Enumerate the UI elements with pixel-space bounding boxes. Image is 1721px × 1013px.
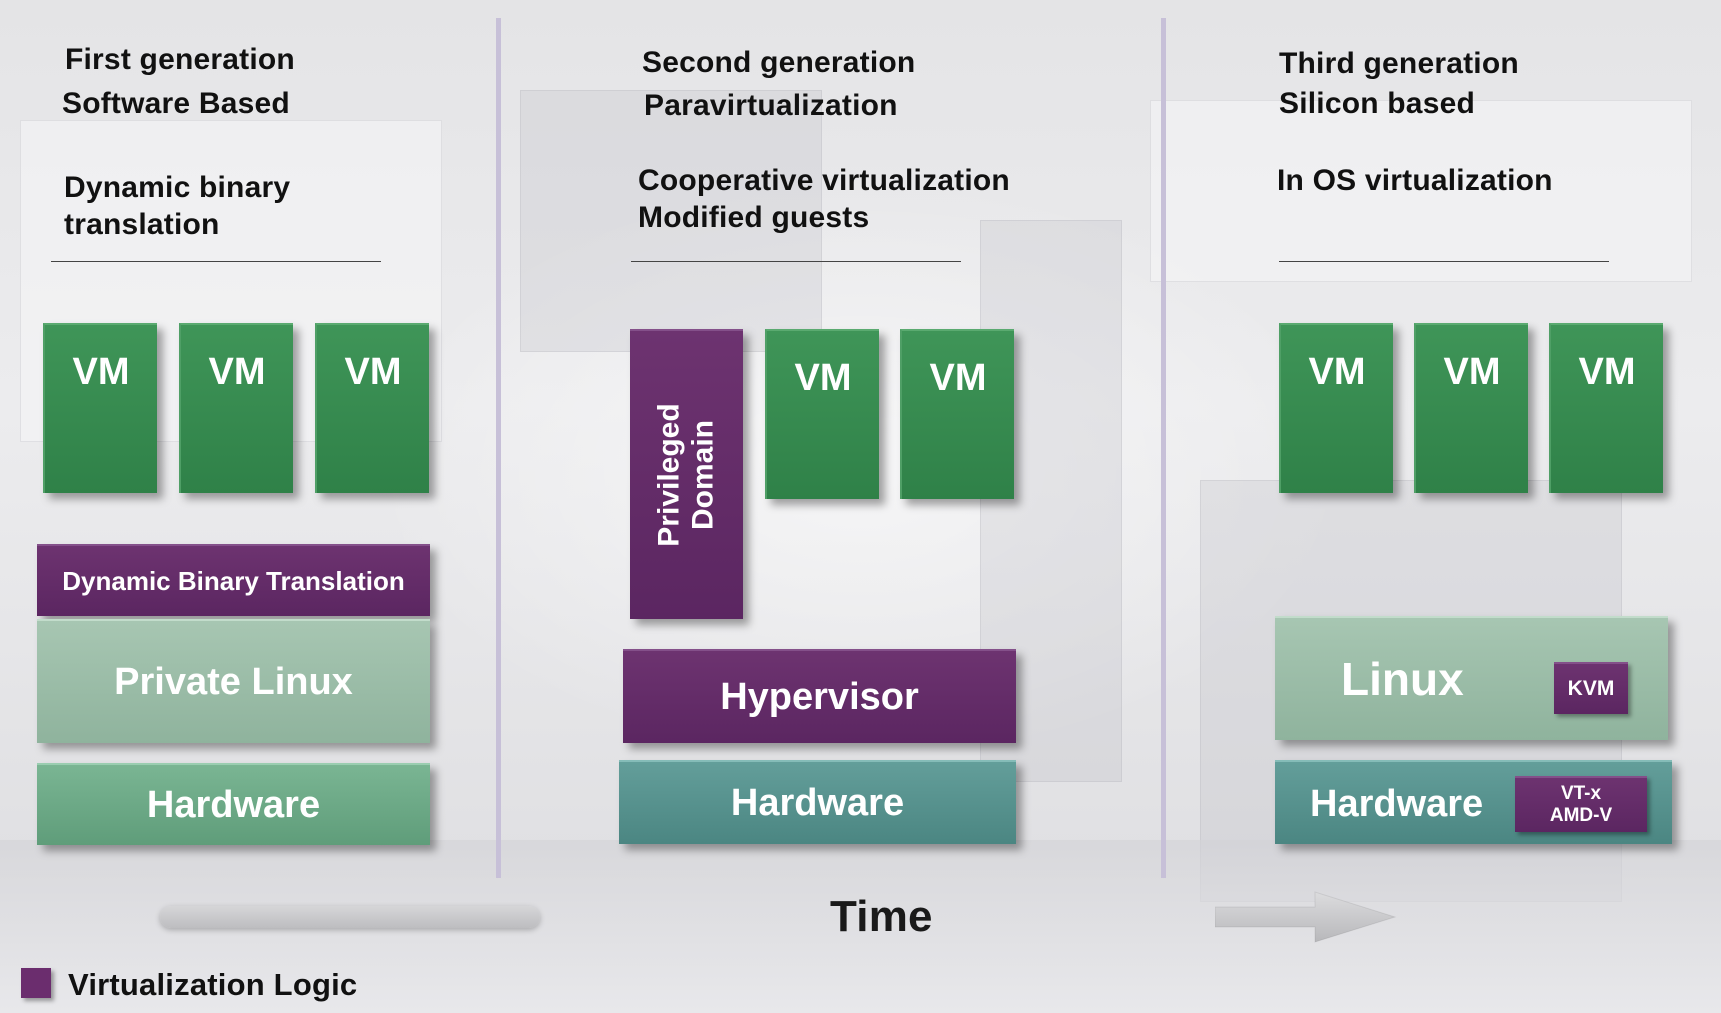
- gen3-hardware-label: Hardware: [1310, 783, 1484, 825]
- timeline-bar: [160, 906, 540, 928]
- privileged-domain-line2: Domain: [686, 420, 720, 531]
- gen2-heading-line1: Second generation: [642, 46, 916, 79]
- dynamic-binary-translation-layer: Dynamic Binary Translation: [37, 544, 430, 616]
- gen2-approach-line2: Modified guests: [638, 201, 870, 234]
- amd-v-label: AMD-V: [1549, 805, 1613, 826]
- gen3-heading-line1: Third generation: [1279, 47, 1519, 80]
- linux-layer: Linux KVM: [1275, 616, 1668, 740]
- gen1-heading-line2: Software Based: [62, 87, 290, 120]
- kvm-badge: KVM: [1554, 662, 1628, 714]
- column-divider: [496, 18, 501, 878]
- background-rack: [1150, 100, 1692, 282]
- privileged-domain-block: Privileged Domain: [630, 329, 743, 619]
- gen1-approach-line2: translation: [64, 208, 220, 241]
- gen3-heading-line2: Silicon based: [1279, 87, 1475, 120]
- gen1-vm-block: VM: [315, 323, 429, 493]
- timeline-label: Time: [830, 892, 933, 941]
- gen1-heading-line1: First generation: [65, 43, 295, 76]
- gen1-heading-rule: [51, 261, 381, 262]
- gen2-approach-line1: Cooperative virtualization: [638, 164, 1010, 197]
- gen3-vm-block: VM: [1414, 323, 1528, 493]
- timeline-arrow-icon: [1215, 891, 1397, 943]
- gen2-hardware-layer: Hardware: [619, 760, 1016, 844]
- legend-swatch: [21, 968, 51, 998]
- gen2-heading-line2: Paravirtualization: [644, 89, 898, 122]
- gen3-heading-rule: [1279, 261, 1609, 262]
- hypervisor-layer: Hypervisor: [623, 649, 1016, 743]
- gen1-approach-line1: Dynamic binary: [64, 171, 291, 204]
- linux-label: Linux: [1341, 653, 1464, 705]
- gen3-vm-block: VM: [1279, 323, 1393, 493]
- privileged-domain-line1: Privileged: [652, 403, 686, 547]
- gen1-vm-block: VM: [43, 323, 157, 493]
- gen3-vm-block: VM: [1549, 323, 1663, 493]
- private-linux-layer: Private Linux: [37, 619, 430, 743]
- gen2-heading-rule: [631, 261, 961, 262]
- gen1-vm-block: VM: [179, 323, 293, 493]
- column-divider: [1161, 18, 1166, 878]
- gen3-approach-line1: In OS virtualization: [1277, 164, 1553, 197]
- legend-label: Virtualization Logic: [68, 967, 358, 1002]
- vt-x-label: VT-x: [1560, 783, 1602, 804]
- gen2-vm-block: VM: [900, 329, 1014, 499]
- gen1-hardware-layer: Hardware: [37, 763, 430, 845]
- vt-x-amd-v-badge: VT-x AMD-V: [1515, 776, 1647, 832]
- gen3-hardware-layer: Hardware VT-x AMD-V: [1275, 760, 1672, 844]
- gen2-vm-block: VM: [765, 329, 879, 499]
- privileged-domain-label: Privileged Domain: [653, 403, 721, 546]
